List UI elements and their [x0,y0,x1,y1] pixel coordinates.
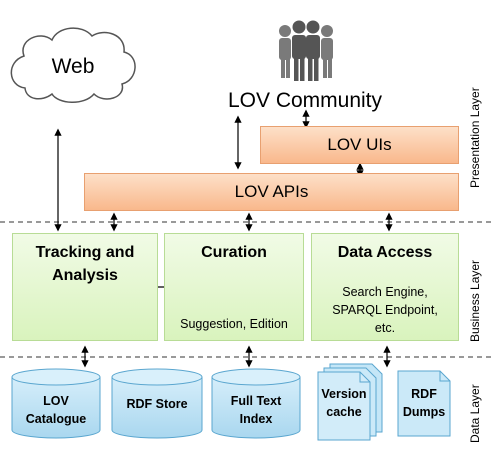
tracking-title-line2: Analysis [52,267,118,284]
data-access-sub-line2: SPARQL Endpoint, [332,303,438,317]
cylinder-lov-catalogue [11,368,101,439]
curation-title: Curation [201,244,267,261]
lov-apis-box: LOV APIs [84,173,459,211]
data-layer-label: Data Layer [468,384,482,443]
data-access-sub-line3: etc. [374,321,396,335]
cylinder-full-text-index [211,368,301,439]
web-cloud [10,27,136,103]
web-label: Web [51,55,95,78]
version-cache-label-line1: Version [321,387,367,401]
business-layer-label: Business Layer [468,259,482,342]
data-access-title: Data Access [337,244,433,261]
full-text-index-label-line1: Full Text [230,394,282,408]
presentation-layer-label: Presentation Layer [468,87,482,188]
rdf-dumps-label-line1: RDF [411,387,437,401]
rdf-dumps-document [397,370,451,437]
full-text-index-label-line2: Index [239,412,273,426]
community-label: LOV Community [227,89,383,112]
lov-uis-box: LOV UIs [260,126,459,164]
curation-box: Curation Suggestion, Edition [164,233,304,341]
data-access-sub-line1: Search Engine, [342,285,428,299]
lov-catalogue-label-line1: LOV [43,394,69,408]
curation-subtitle: Suggestion, Edition [180,317,288,331]
lov-apis-label: LOV APIs [234,182,309,201]
rdf-dumps-label-line2: Dumps [402,405,446,419]
data-access-box: Data Access Search Engine, SPARQL Endpoi… [311,233,459,341]
rdf-store-label: RDF Store [126,397,188,411]
people-group-icon [279,20,333,81]
cylinder-rdf-store [111,368,203,439]
version-cache-documents [317,363,383,441]
lov-uis-label: LOV UIs [327,135,392,154]
lov-catalogue-label-line2: Catalogue [25,412,87,426]
version-cache-label-line2: cache [326,405,362,419]
tracking-title-line1: Tracking and [35,244,135,261]
tracking-analysis-box: Tracking and Analysis [12,233,158,341]
